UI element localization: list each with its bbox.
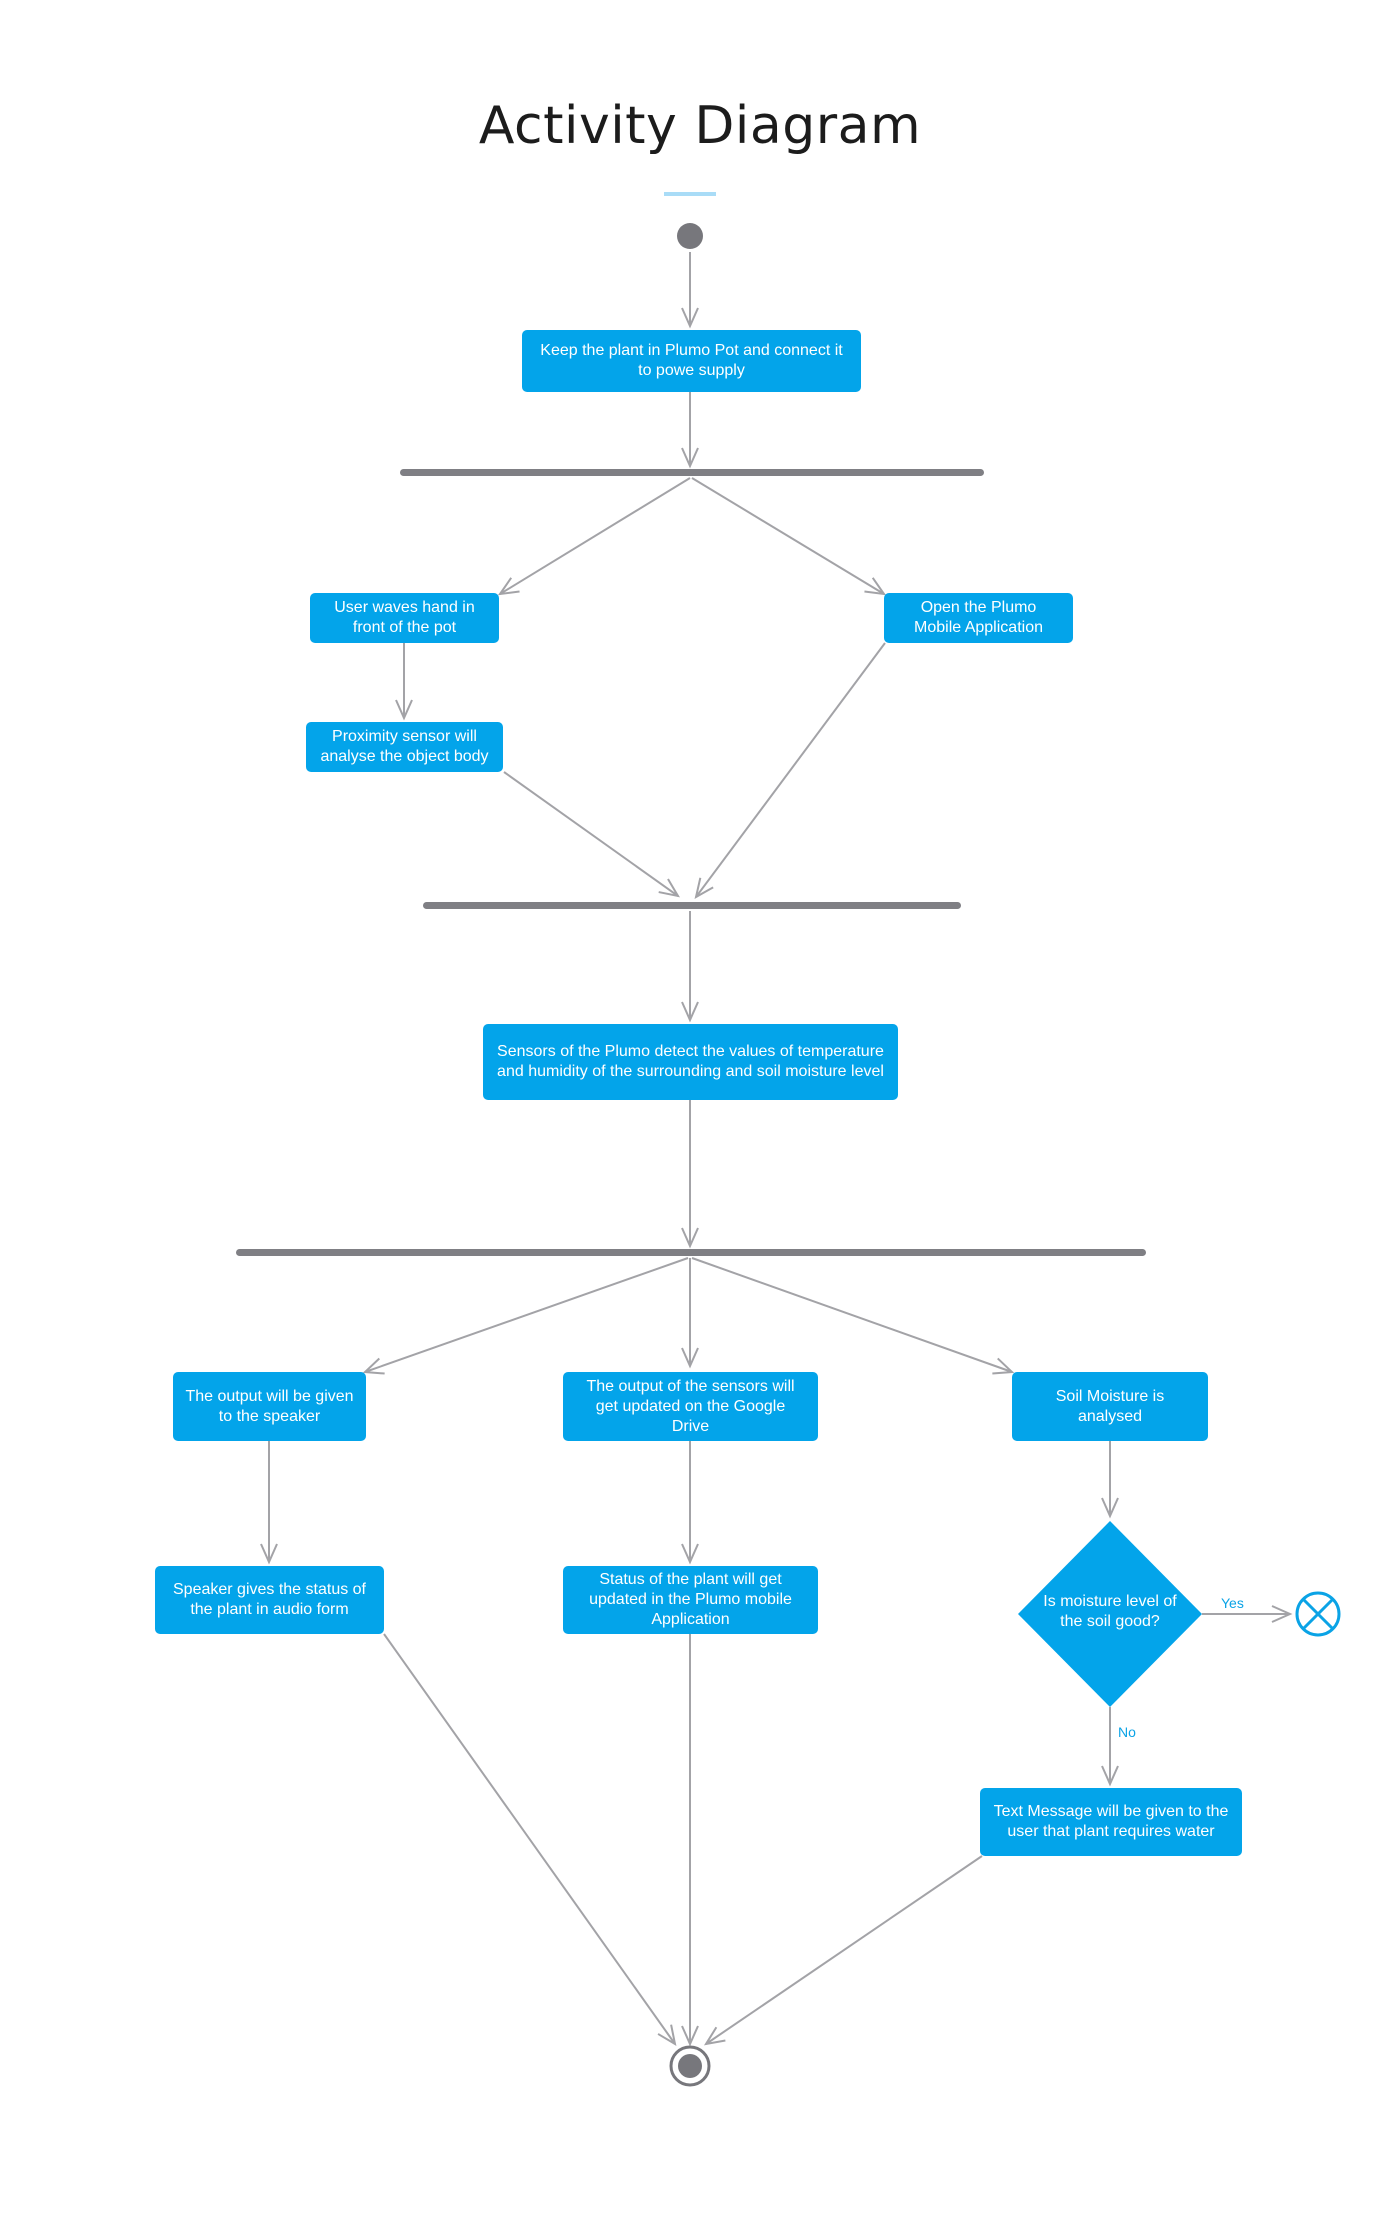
flow-fork-to-wave	[497, 477, 691, 596]
flow-final-node	[1295, 1591, 1341, 1637]
flow-fork-to-speaker	[362, 1257, 689, 1375]
decision-label: Is moisture level of the soil good?	[1043, 1593, 1177, 1630]
fork-bar-2	[236, 1249, 1146, 1256]
flow-speaker-status-to-final	[383, 1633, 677, 2047]
activity-output-speaker: The output will be given to the speaker	[173, 1372, 366, 1441]
activity-proximity-sensor: Proximity sensor will analyse the object…	[306, 722, 503, 772]
activity-output-drive: The output of the sensors will get updat…	[563, 1372, 818, 1441]
activity-sensors-detect: Sensors of the Plumo detect the values o…	[483, 1024, 898, 1100]
activity-status-app: Status of the plant will get updated in …	[563, 1566, 818, 1634]
activity-soil-analysed: Soil Moisture is analysed	[1012, 1372, 1208, 1441]
activity-keep-plant: Keep the plant in Plumo Pot and connect …	[522, 330, 861, 392]
activity-text-message: Text Message will be given to the user t…	[980, 1788, 1242, 1856]
activity-open-app: Open the Plumo Mobile Application	[884, 593, 1073, 643]
activity-wave-hand: User waves hand in front of the pot	[310, 593, 499, 643]
activity-final-node	[669, 2045, 711, 2087]
flow-fork-to-open	[691, 477, 887, 596]
join-bar	[423, 902, 961, 909]
decision-diamond	[1018, 1521, 1202, 1707]
initial-node	[677, 223, 703, 249]
flow-proximity-to-join	[503, 771, 681, 898]
flow-fork-to-soil	[691, 1257, 1015, 1375]
guard-no: No	[1118, 1724, 1136, 1740]
title-underline	[664, 192, 716, 196]
flow-open-to-join	[694, 642, 886, 899]
fork-bar-1	[400, 469, 984, 476]
activity-speaker-status: Speaker gives the status of the plant in…	[155, 1566, 384, 1634]
diagram-title: Activity Diagram	[478, 96, 922, 156]
flow-text-to-final	[703, 1855, 983, 2046]
guard-yes: Yes	[1221, 1595, 1244, 1611]
